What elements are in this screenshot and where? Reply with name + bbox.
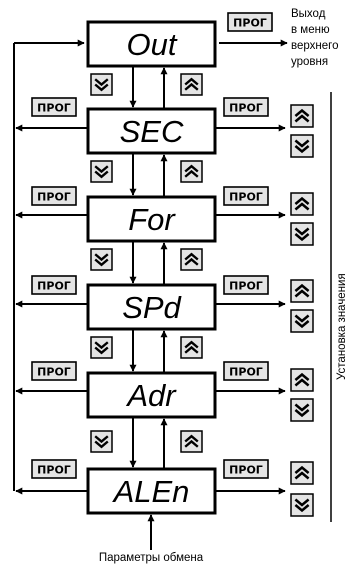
side-label: Установка значения — [336, 273, 347, 380]
side-up-button[interactable] — [290, 192, 314, 216]
bottom-caption: Параметры обмена — [99, 552, 204, 564]
up-button[interactable] — [180, 430, 203, 453]
prog-label: ПРОГ — [37, 102, 71, 115]
side-up-button[interactable] — [290, 461, 314, 485]
param-box-sec[interactable]: SEC — [86, 107, 217, 155]
param-label: Out — [127, 27, 178, 62]
exit-note-line: Выход — [291, 8, 326, 20]
side-up-button[interactable] — [290, 368, 314, 392]
param-label: For — [128, 202, 176, 237]
right-prog-button[interactable]: ПРОГ — [223, 459, 269, 479]
right-prog-button[interactable]: ПРОГ — [223, 186, 269, 206]
side-down-button[interactable] — [290, 309, 314, 333]
right-prog-button[interactable]: ПРОГ — [223, 361, 269, 381]
param-label: SPd — [122, 290, 182, 325]
prog-label: ПРОГ — [37, 366, 71, 379]
left-prog-button[interactable]: ПРОГ — [31, 186, 77, 206]
left-prog-button[interactable]: ПРОГ — [31, 459, 77, 479]
prog-label: ПРОГ — [37, 464, 71, 477]
side-up-button[interactable] — [290, 104, 314, 128]
up-button[interactable] — [180, 160, 203, 183]
down-button[interactable] — [90, 160, 113, 183]
param-label: Adr — [125, 378, 177, 413]
side-up-button[interactable] — [290, 279, 314, 303]
down-button[interactable] — [90, 248, 113, 271]
side-down-button[interactable] — [290, 222, 314, 246]
row-sec: ПРОГ ПРОГ — [15, 97, 314, 158]
side-down-button[interactable] — [290, 134, 314, 158]
prog-label: ПРОГ — [229, 191, 263, 204]
exit-note: Выход в меню верхнего уровня — [291, 8, 338, 68]
prog-label: ПРОГ — [233, 17, 267, 30]
exit-note-line: уровня — [291, 56, 328, 68]
down-button[interactable] — [90, 430, 113, 453]
prog-label: ПРОГ — [229, 280, 263, 293]
down-button[interactable] — [90, 73, 113, 96]
row-adr: ПРОГ ПРОГ — [15, 361, 314, 422]
exit-note-line: верхнего — [291, 40, 338, 52]
param-box-out[interactable]: Out — [86, 20, 217, 68]
row-for: ПРОГ ПРОГ — [15, 186, 314, 246]
left-prog-button[interactable]: ПРОГ — [31, 275, 77, 295]
prog-label: ПРОГ — [37, 191, 71, 204]
prog-label: ПРОГ — [229, 464, 263, 477]
right-prog-button[interactable]: ПРОГ — [223, 97, 269, 117]
param-box-adr[interactable]: Adr — [86, 371, 217, 419]
exit-note-line: в меню — [291, 24, 330, 36]
exit-prog-button[interactable]: ПРОГ — [227, 12, 273, 32]
prog-label: ПРОГ — [229, 102, 263, 115]
side-down-button[interactable] — [290, 398, 314, 422]
param-label: ALEn — [112, 474, 190, 509]
param-box-for[interactable]: For — [86, 195, 217, 243]
prog-label: ПРОГ — [37, 280, 71, 293]
row-spd: ПРОГ ПРОГ — [15, 275, 314, 333]
left-prog-button[interactable]: ПРОГ — [31, 97, 77, 117]
right-prog-button[interactable]: ПРОГ — [223, 275, 269, 295]
left-prog-button[interactable]: ПРОГ — [31, 361, 77, 381]
prog-label: ПРОГ — [229, 366, 263, 379]
param-box-alen[interactable]: ALEn — [86, 467, 217, 515]
up-button[interactable] — [180, 336, 203, 359]
up-button[interactable] — [180, 73, 203, 96]
side-down-button[interactable] — [290, 493, 314, 517]
down-button[interactable] — [90, 336, 113, 359]
param-box-spd[interactable]: SPd — [86, 283, 217, 331]
row-alen: ПРОГ ПРОГ — [15, 459, 314, 517]
up-button[interactable] — [180, 248, 203, 271]
param-label: SEC — [120, 114, 184, 149]
